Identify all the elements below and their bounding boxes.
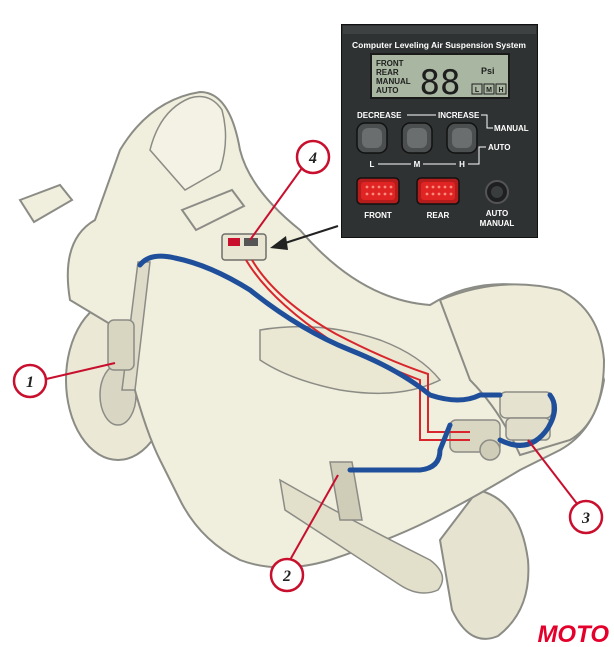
manual-label: MANUAL (494, 124, 529, 133)
auto-manual-label-1: AUTO (486, 209, 509, 218)
lcd-digits: 88 (420, 63, 461, 103)
mode-manual: MANUAL (376, 77, 411, 86)
seat (259, 325, 442, 395)
front-fork-air-cap (107, 319, 135, 371)
control-panel: Computer Leveling Air Suspension System … (341, 24, 538, 238)
psi-unit: Psi (481, 66, 495, 76)
callout-3-label: 3 (581, 510, 590, 527)
windshield (149, 95, 227, 191)
mode-rear: REAR (376, 68, 399, 77)
decrease-label: DECREASE (357, 111, 402, 120)
auto-label: AUTO (488, 143, 511, 152)
motorcycle-illustration (18, 90, 606, 640)
callout-4-label: 4 (308, 150, 317, 167)
rear-button[interactable] (416, 177, 460, 205)
callout-2: 2 (269, 474, 339, 593)
mode-front: FRONT (376, 59, 404, 68)
callout-4: 4 (249, 139, 331, 241)
callout-3: 3 (527, 439, 604, 535)
callout-1: 1 (12, 362, 116, 399)
exhaust (279, 478, 444, 594)
air-lines (137, 253, 557, 473)
control-box (221, 233, 267, 261)
moto-logo: MOTO (537, 621, 609, 646)
callout-1-label: 1 (26, 374, 34, 391)
lcd-level-l: L (475, 87, 480, 94)
increase-label: INCREASE (438, 111, 480, 120)
rear-label: REAR (427, 211, 450, 220)
mode-auto: AUTO (376, 86, 399, 95)
level-m-label: M (414, 160, 421, 169)
left-mirror (18, 183, 74, 224)
auto-manual-label-2: MANUAL (480, 219, 515, 228)
compressor-assembly (449, 391, 553, 461)
lcd-level-m: M (486, 87, 492, 94)
front-button[interactable] (356, 177, 400, 205)
led-dots (365, 185, 453, 196)
level-buttons (356, 122, 478, 154)
level-h-label: H (459, 160, 465, 169)
rear-tire (438, 488, 530, 640)
right-mirror (180, 188, 246, 232)
panel-pointer-arrow (270, 225, 339, 250)
panel-title: Computer Leveling Air Suspension System (352, 40, 526, 50)
level-l-label: L (370, 160, 375, 169)
front-label: FRONT (364, 211, 392, 220)
callout-2-label: 2 (282, 568, 291, 585)
moto-logo-text: MOTO (537, 621, 609, 646)
lcd-level-h: H (498, 87, 503, 94)
lcd-display (370, 53, 510, 99)
